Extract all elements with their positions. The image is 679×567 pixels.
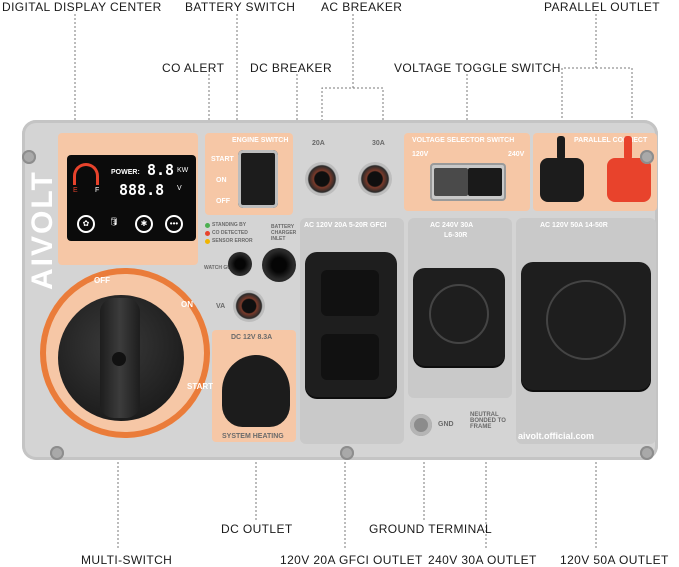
label-parallel-outlet: PARALLEL OUTLET: [544, 0, 661, 14]
breaker-30a-label: 30A: [372, 140, 385, 147]
outlet-240v-30a[interactable]: [413, 268, 505, 366]
fan-icon: ✱: [135, 215, 153, 233]
parallel-outlet-red[interactable]: [607, 136, 651, 202]
parallel-tab-red: [624, 136, 632, 160]
battery-charger-inlet[interactable]: [262, 248, 296, 282]
digital-display: E F POWER: 8.8 KW 888.8 V ✿ 🛢 ✱ •••: [67, 155, 196, 241]
website-label: aivolt.official.com: [518, 431, 595, 441]
leader-parallel: [561, 14, 597, 132]
watch-guard-label: WATCH GUARD: [204, 265, 242, 271]
power-label: POWER:: [111, 169, 140, 176]
gfci-receptacle-bottom: [321, 334, 379, 380]
multi-switch-start-label: START: [187, 382, 214, 391]
multi-switch-center: [112, 352, 126, 366]
14-50r-receptacle: [546, 280, 626, 360]
engine-off-label: OFF: [216, 198, 230, 205]
voltage-240v-label: 240V: [508, 151, 525, 158]
eco-icon: ✿: [77, 215, 95, 233]
battery-switch[interactable]: [238, 150, 278, 208]
gnd-label: GND: [438, 421, 454, 428]
power-unit: KW: [177, 167, 189, 174]
volt-unit: V: [177, 185, 182, 192]
panel-screw: [340, 446, 354, 460]
sensor-error-led: [205, 239, 210, 244]
parallel-connect-title: PARALLEL CONNECT: [574, 137, 648, 144]
panel-screw: [22, 150, 36, 164]
label-dc-outlet: DC OUTLET: [221, 522, 293, 536]
engine-start-label: START: [211, 156, 234, 163]
sensor-error-label: SENSOR ERROR: [212, 238, 253, 244]
standing-by-label: STANDING BY: [212, 222, 247, 228]
ac-120v-50a-label: AC 120V 50A 14-50R: [540, 222, 608, 229]
label-ac-breaker: AC BREAKER: [321, 0, 403, 14]
co-alert-port[interactable]: [228, 252, 252, 276]
label-120v-20a-gfci-outlet: 120V 20A GFCI OUTLET: [280, 553, 423, 567]
voltage-toggle-lever: [434, 168, 468, 196]
dc-outlet[interactable]: [222, 355, 290, 427]
label-digital-display-center: DIGITAL DISPLAY CENTER: [2, 0, 162, 14]
label-120v-50a-outlet: 120V 50A OUTLET: [560, 553, 669, 567]
multi-switch-off-label: OFF: [94, 276, 110, 285]
co-detected-label: CO DETECTED: [212, 230, 248, 236]
voltage-toggle-switch[interactable]: [430, 163, 506, 201]
ac-120v-20a-label: AC 120V 20A 5-20R GFCI: [304, 222, 387, 229]
power-value: 8.8: [147, 161, 175, 179]
neutral-bonded-label: NEUTRAL BONDED TO FRAME: [470, 412, 506, 430]
label-ground-terminal: GROUND TERMINAL: [369, 522, 493, 536]
label-co-alert: CO ALERT: [162, 61, 225, 75]
ac-breaker-30a[interactable]: [358, 162, 392, 196]
fuel-empty-label: E: [73, 187, 78, 194]
dc-12v-label: DC 12V 8.3A: [231, 334, 273, 341]
gfci-receptacle-top: [321, 270, 379, 316]
voltage-toggle-lever-right: [468, 168, 502, 196]
oil-icon: 🛢: [108, 217, 120, 226]
label-multi-switch: MULTI-SWITCH: [81, 553, 173, 567]
parallel-outlet-black[interactable]: [540, 136, 584, 202]
volt-value: 888.8: [119, 181, 165, 199]
label-240v-30a-outlet: 240V 30A OUTLET: [428, 553, 537, 567]
engine-on-label: ON: [216, 177, 227, 184]
brand-logo: AIVOLT: [26, 170, 59, 290]
outlet-120v-50a[interactable]: [521, 262, 651, 390]
ground-terminal[interactable]: [410, 414, 432, 436]
fuel-gauge-icon: [73, 163, 99, 185]
engine-switch-title: ENGINE SWITCH: [232, 137, 289, 144]
l6-30r-receptacle: [429, 284, 489, 344]
voltage-120v-label: 120V: [412, 151, 429, 158]
battery-charger-inlet-label: BATTERY CHARGER INLET: [271, 224, 297, 242]
leader-parallel-right: [596, 67, 633, 132]
panel-screw: [50, 446, 64, 460]
l6-30r-label: L6-30R: [444, 232, 468, 239]
label-battery-switch: BATTERY SWITCH: [185, 0, 296, 14]
ac-240v-30a-label: AC 240V 30A: [430, 222, 474, 229]
voltage-selector-title: VOLTAGE SELECTOR SWITCH: [412, 137, 515, 144]
panel-screw: [640, 150, 654, 164]
breaker-20a-label: 20A: [312, 140, 325, 147]
va-label: VA: [216, 303, 226, 310]
dc-breaker[interactable]: [233, 290, 265, 322]
label-dc-breaker: DC BREAKER: [250, 61, 333, 75]
menu-icon: •••: [165, 215, 183, 233]
system-heating-label: SYSTEM HEATING: [222, 433, 284, 440]
label-voltage-toggle-switch: VOLTAGE TOGGLE SWITCH: [394, 61, 561, 75]
gfci-outlet-120v-20a[interactable]: [305, 252, 397, 397]
ac-breaker-20a[interactable]: [305, 162, 339, 196]
parallel-tab-black: [557, 136, 565, 160]
panel-screw: [640, 446, 654, 460]
standing-by-led: [205, 223, 210, 228]
fuel-full-label: F: [95, 187, 100, 194]
multi-switch-on-label: ON: [181, 300, 193, 309]
co-detected-led: [205, 231, 210, 236]
